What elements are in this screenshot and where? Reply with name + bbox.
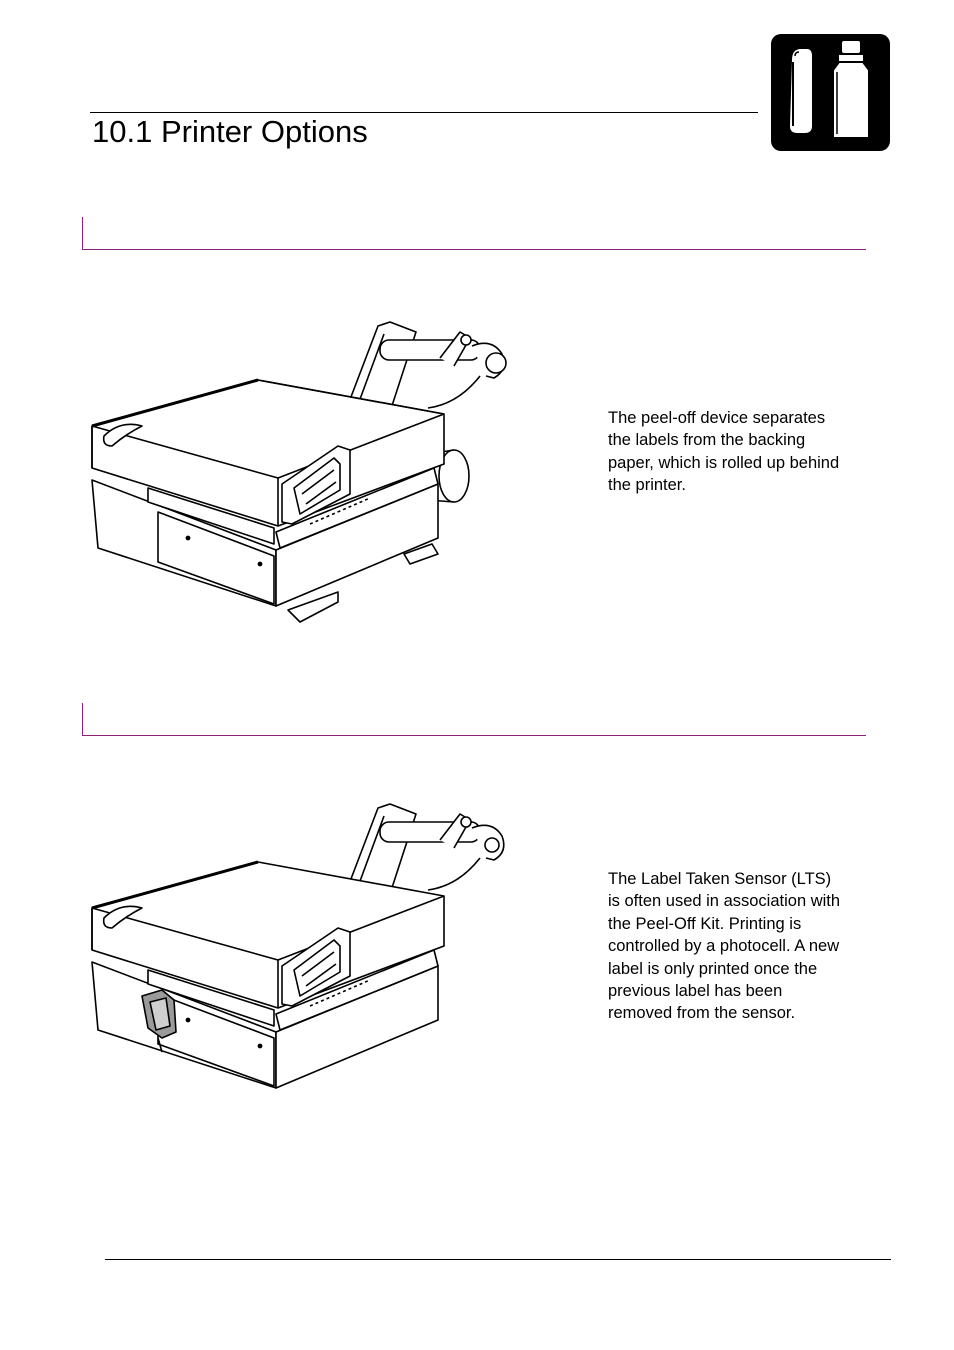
printer-with-peel-off-illustration: [88, 318, 518, 628]
accessories-bottle-icon: [771, 34, 890, 151]
section-description: The peel-off device separates the labels…: [608, 409, 840, 495]
section-heading-label-taken-sensor: [82, 703, 866, 736]
section-heading-peel-off: [82, 217, 866, 250]
printer-with-label-taken-sensor-illustration: [88, 800, 518, 1110]
page-title: 10.1 Printer Options: [92, 114, 368, 149]
footer-rule: [105, 1259, 891, 1260]
section-description: The Label Taken Sensor (LTS) is often us…: [608, 870, 841, 1023]
title-rule: [90, 112, 758, 113]
